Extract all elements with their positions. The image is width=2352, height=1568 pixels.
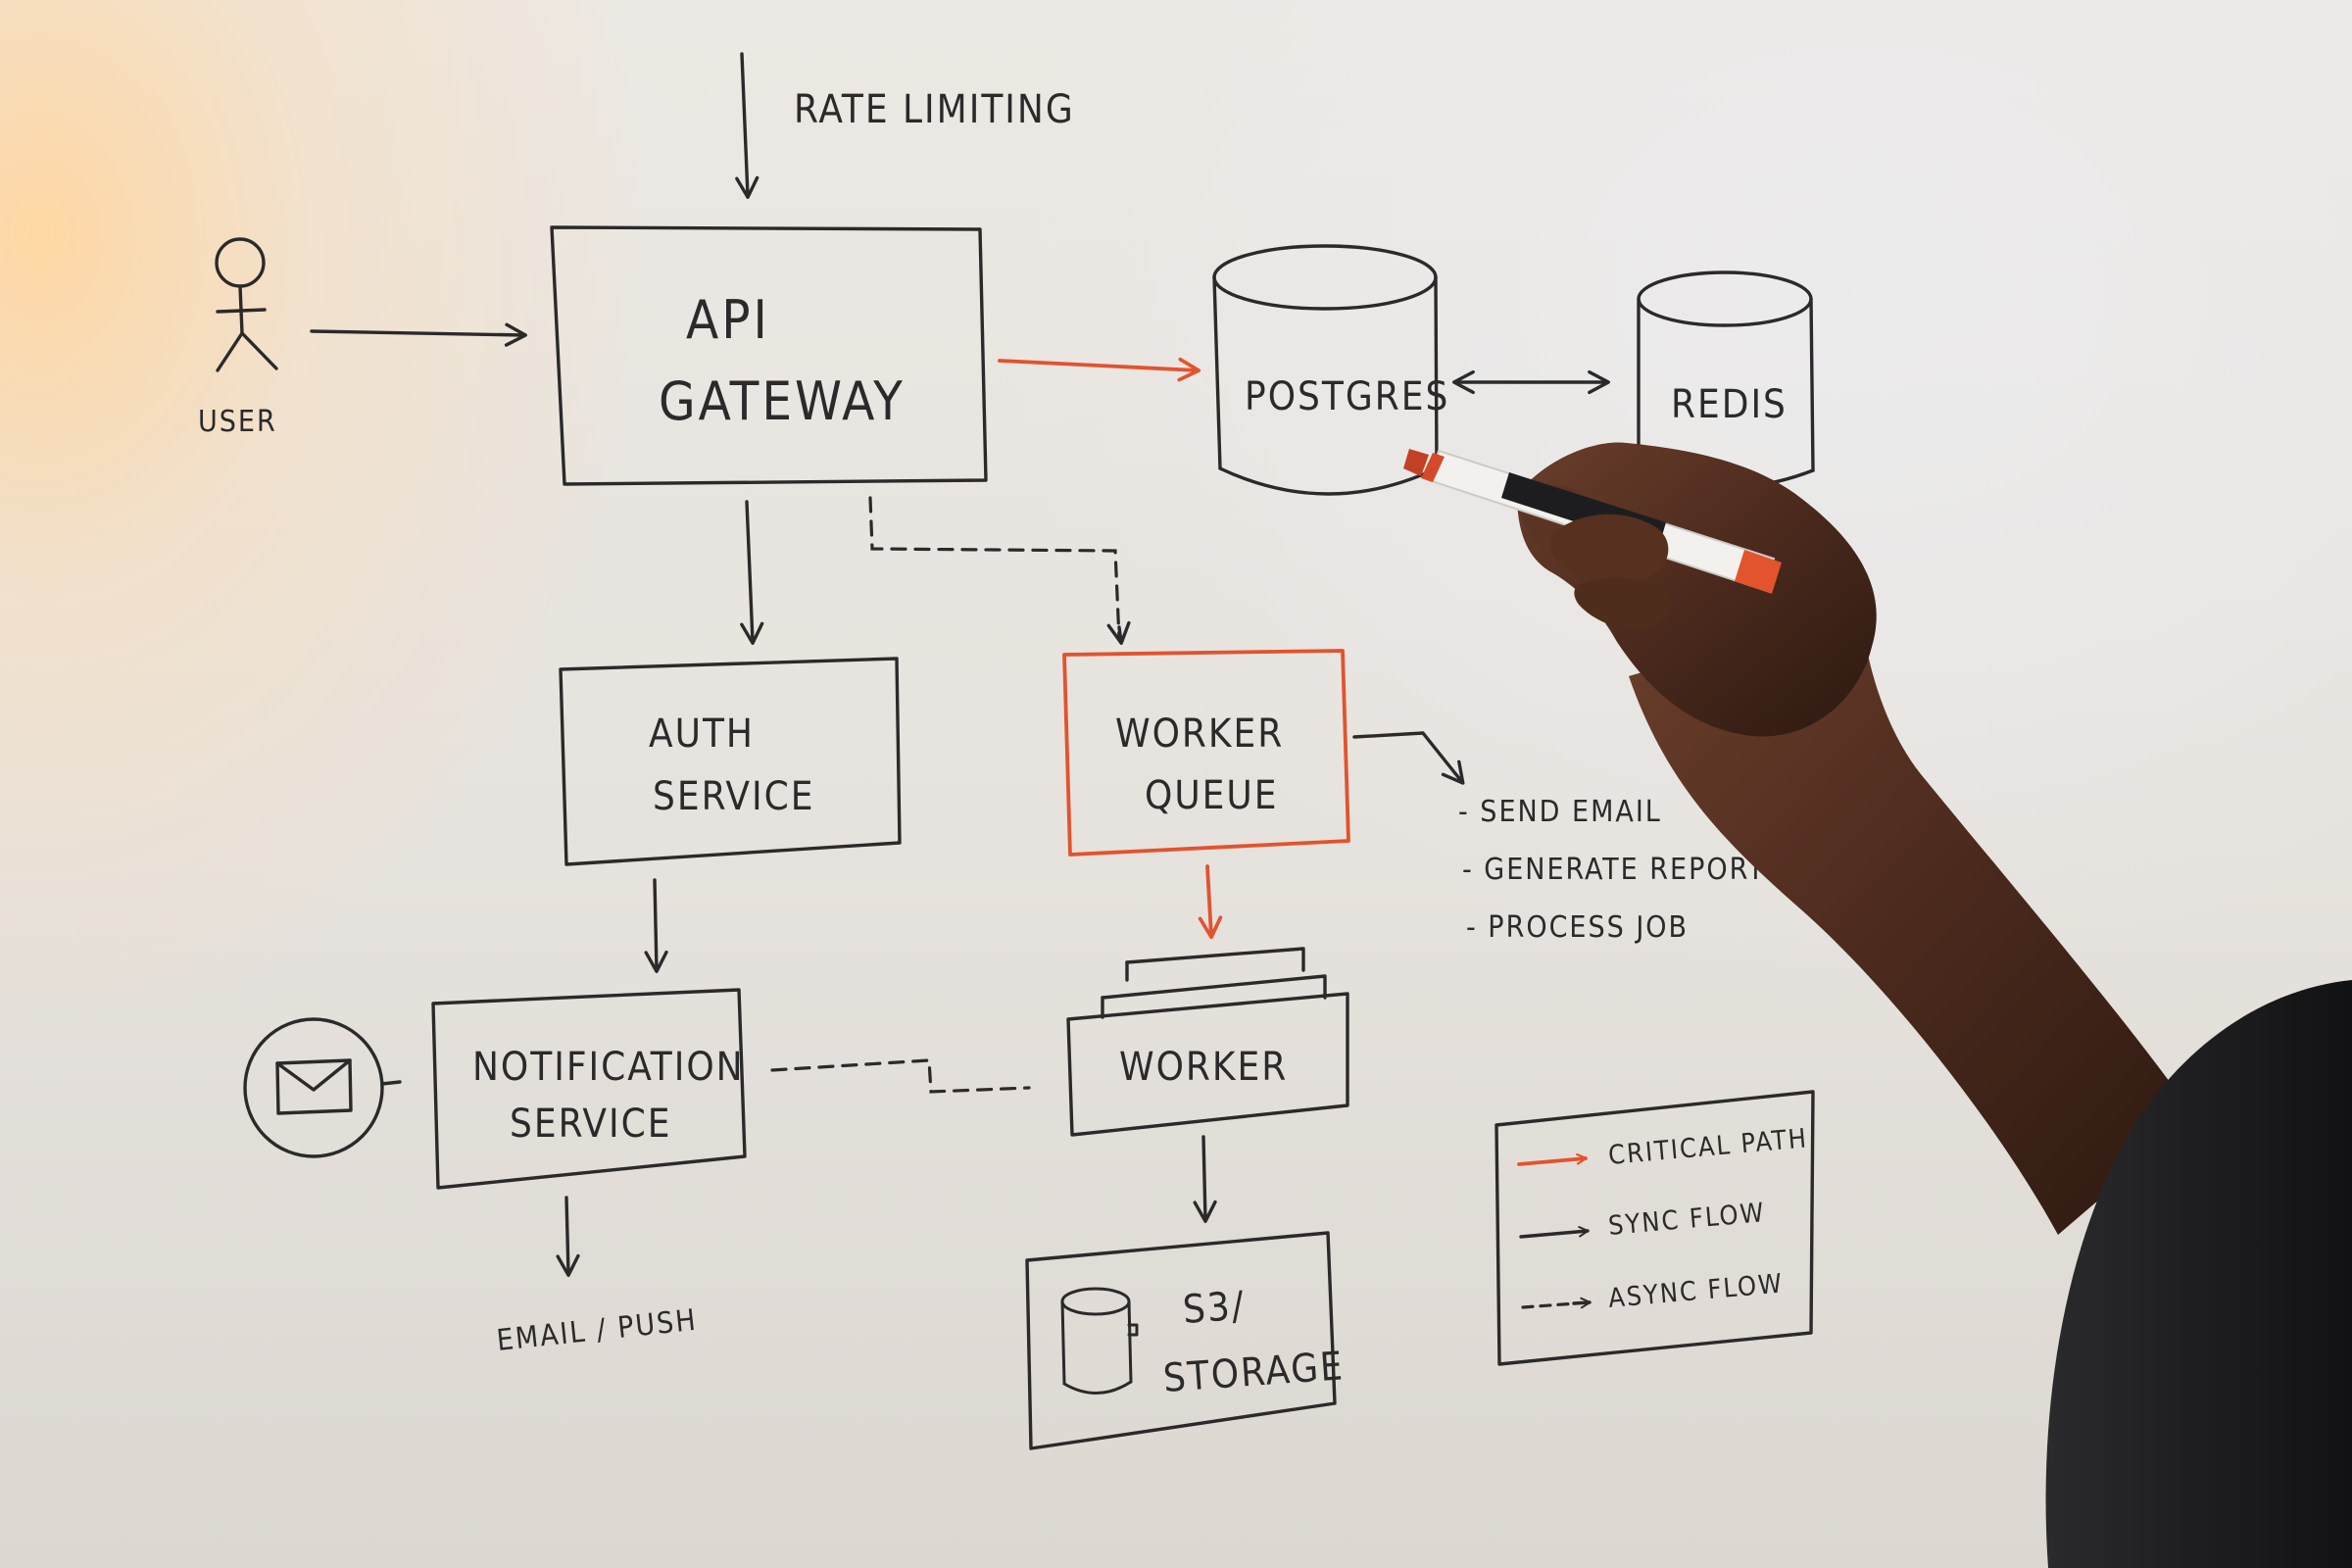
legend-async-label: ASYNC FLOW bbox=[1607, 1268, 1785, 1314]
auth-service-box: AUTH SERVICE bbox=[559, 657, 902, 866]
worker-queue-box: WORKER QUEUE bbox=[1062, 649, 1350, 857]
gateway-to-auth-arrow bbox=[740, 500, 764, 645]
legend-critical-label: CRITICAL PATH bbox=[1607, 1123, 1809, 1171]
gateway-to-queue-arrowhead bbox=[1106, 620, 1131, 645]
job-item: - GENERATE REPORT bbox=[1462, 853, 1766, 887]
rate-limiting-label: RATE LIMITING bbox=[794, 87, 1075, 132]
storage-label-line2: STORAGE bbox=[1161, 1344, 1346, 1401]
user-label: USER bbox=[198, 405, 277, 439]
notification-worker-async-line bbox=[770, 1058, 1031, 1094]
gateway-to-queue-async-line bbox=[868, 496, 1121, 641]
notification-to-email-arrow bbox=[556, 1196, 580, 1277]
queue-to-worker-arrow bbox=[1198, 864, 1223, 940]
storage-database-icon bbox=[1060, 1287, 1139, 1395]
worker-to-storage-arrow bbox=[1193, 1135, 1217, 1223]
email-push-label: EMAIL / PUSH bbox=[495, 1303, 699, 1358]
legend-sync-arrow bbox=[1519, 1225, 1590, 1239]
auth-to-notification-arrow bbox=[644, 878, 668, 973]
worker-label: WORKER bbox=[1119, 1045, 1288, 1090]
legend-async-arrowhead bbox=[1572, 1297, 1592, 1309]
legend-async-dash bbox=[1521, 1301, 1578, 1309]
job-item: - SEND EMAIL bbox=[1458, 795, 1662, 829]
notification-service-box: NOTIFICATION SERVICE bbox=[431, 988, 747, 1190]
hand-with-marker bbox=[1403, 442, 2352, 1568]
job-list: - SEND EMAIL - GENERATE REPORT - PROCESS… bbox=[1458, 795, 1766, 945]
legend-sync-label: SYNC FLOW bbox=[1607, 1198, 1767, 1242]
auth-label-line1: AUTH bbox=[649, 711, 755, 757]
notification-label-line2: SERVICE bbox=[510, 1102, 671, 1147]
auth-label-line2: SERVICE bbox=[653, 774, 814, 819]
redis-label: REDIS bbox=[1671, 382, 1788, 427]
api-gateway-label-line2: GATEWAY bbox=[659, 370, 906, 432]
user-to-gateway-arrow bbox=[310, 322, 527, 347]
api-gateway-label-line1: API bbox=[686, 289, 770, 351]
gateway-to-postgres-arrow bbox=[998, 357, 1201, 382]
legend-critical-arrow bbox=[1517, 1152, 1588, 1166]
worker-box bbox=[1066, 947, 1349, 1137]
rate-limiting-arrow bbox=[735, 52, 760, 199]
postgres-label: POSTGRES bbox=[1245, 374, 1449, 419]
worker-queue-label-line2: QUEUE bbox=[1145, 773, 1278, 818]
notification-label-line1: NOTIFICATION bbox=[472, 1045, 745, 1090]
worker-queue-label-line1: WORKER bbox=[1115, 711, 1284, 757]
api-gateway-box: API GATEWAY bbox=[550, 225, 988, 486]
storage-box: S3/ STORAGE bbox=[1025, 1231, 1346, 1450]
storage-label-line1: S3/ bbox=[1181, 1284, 1247, 1333]
stick-figure-icon bbox=[215, 237, 278, 372]
queue-to-jobs-arrow bbox=[1352, 731, 1465, 785]
job-item: - PROCESS JOB bbox=[1466, 910, 1689, 945]
legend: CRITICAL PATH SYNC FLOW ASYNC FLOW bbox=[1494, 1090, 1815, 1366]
envelope-icon bbox=[243, 1017, 402, 1158]
postgres-database-icon bbox=[1212, 244, 1439, 496]
